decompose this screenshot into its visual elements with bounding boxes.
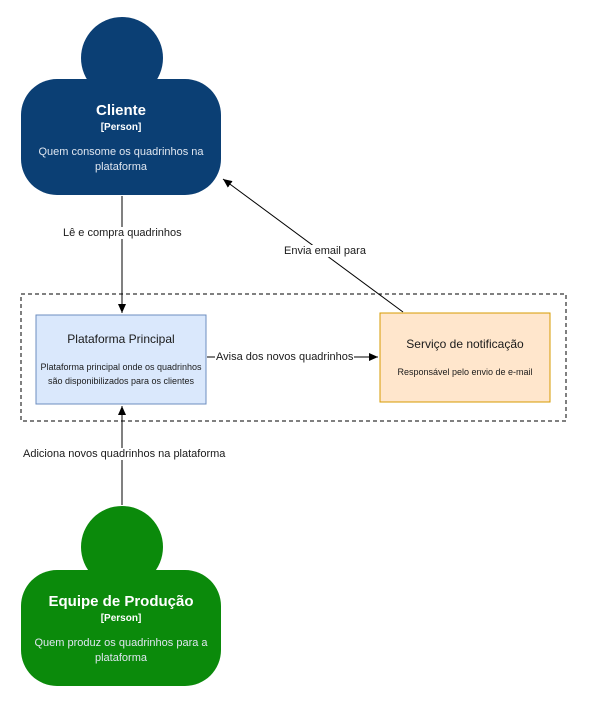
notificacao-title: Serviço de notificação: [406, 336, 524, 351]
equipe-person-shape[interactable]: [21, 506, 221, 686]
cliente-description: Quem consome os quadrinhos na plataforma: [38, 146, 204, 173]
edge-label-adiciona: Adiciona novos quadrinhos na plataforma: [22, 448, 227, 460]
equipe-head: [81, 506, 163, 588]
equipe-tag: [Person]: [100, 613, 142, 624]
plataforma-title: Plataforma Principal: [67, 331, 175, 346]
cliente-title: Cliente: [95, 102, 146, 119]
edge-label-avisa: Avisa dos novos quadrinhos: [215, 351, 355, 363]
cliente-person-shape[interactable]: [21, 17, 221, 195]
equipe-description: Quem produz os quadrinhos para a platafo…: [34, 637, 208, 664]
edge-label-envia-email: Envia email para: [283, 245, 367, 257]
cliente-tag: [Person]: [100, 122, 142, 133]
notificacao-description: Responsável pelo envio de e-mail: [397, 366, 533, 377]
edge-label-le-compra: Lê e compra quadrinhos: [62, 227, 183, 239]
equipe-body: [21, 570, 221, 686]
equipe-title: Equipe de Produção: [48, 593, 194, 610]
plataforma-box-shape[interactable]: [35, 314, 207, 405]
notificacao-box-shape[interactable]: [379, 312, 551, 403]
cliente-body: [21, 79, 221, 195]
plataforma-description: Plataforma principal onde os quadrinhos …: [40, 361, 202, 386]
plataforma-box: Plataforma Principal Plataforma principa…: [36, 315, 206, 404]
notificacao-box: Serviço de notificação Responsável pelo …: [380, 313, 550, 402]
cliente-head: [81, 17, 163, 99]
